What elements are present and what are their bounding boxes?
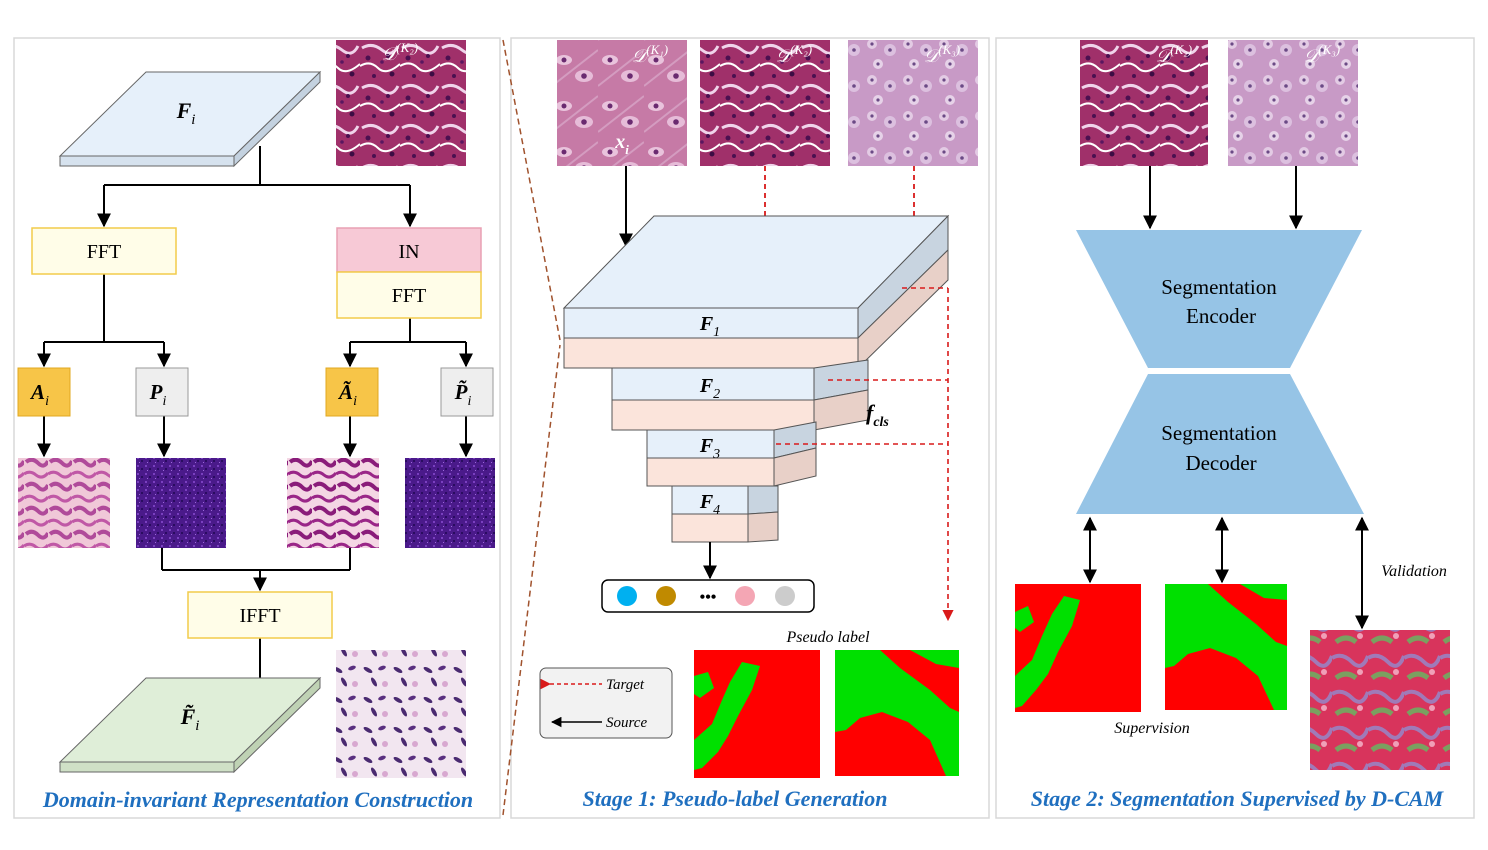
segmentation-encoder: Segmentation Encoder [1076,230,1362,368]
pseudo-label-title: Pseudo label [785,629,870,646]
phase-tilde-image [405,458,495,548]
validation-image [1310,630,1450,770]
amplitude-tilde-image [287,458,379,548]
svg-text:𝒟(K₂): 𝒟(K₂) [382,40,418,64]
segmentation-decoder: Segmentation Decoder [1076,374,1364,514]
phase-tilde-box: P̃i [440,367,494,417]
fft-box-left: FFT [31,227,177,275]
panel3-caption: Stage 2: Segmentation Supervised by D-CA… [1031,786,1445,811]
feature-pyramid: F1 F2 F3 F4 [562,214,950,543]
supervision-mask-1 [1015,584,1141,712]
svg-text:xi: xi [614,131,629,157]
svg-text:Ãi: Ãi [337,380,357,409]
amplitude-tilde-box: Ãi [325,367,379,417]
svg-text:FFT: FFT [392,285,426,307]
p1-connectors [37,146,473,692]
tissue-image-k3 [848,40,978,166]
svg-text:F1: F1 [699,313,720,340]
svg-text:Fi: Fi [176,98,196,128]
svg-text:F2: F2 [699,375,720,402]
class-dot-4 [775,586,795,606]
svg-text:𝒟(K₁): 𝒟(K₁) [632,42,668,66]
svg-text:Source: Source [606,715,647,731]
svg-text:IN: IN [398,241,419,263]
svg-text:𝒟(K₃): 𝒟(K₃) [1304,42,1340,66]
class-ellipsis: ••• [700,589,717,606]
tissue-image-k1 [557,40,687,166]
svg-text:𝒟(K₂): 𝒟(K₂) [776,42,812,66]
svg-text:Segmentation: Segmentation [1161,275,1277,299]
class-dot-2 [656,586,676,606]
svg-text:IFFT: IFFT [239,605,280,627]
output-tissue-image [336,650,466,778]
pseudo-label-mask-1 [694,650,820,778]
fft-box-right: FFT [336,271,482,319]
svg-text:F3: F3 [699,435,720,462]
ifft-box: IFFT [187,591,333,639]
pseudo-label-mask-2 [835,650,959,776]
panel-stage1: 𝒟(K₁) xi 𝒟(K₂) 𝒟(K₃) F1 F2 [539,40,978,811]
target-routes [776,287,954,622]
amplitude-image [18,458,110,548]
svg-text:Decoder: Decoder [1185,451,1256,475]
class-dot-1 [617,586,637,606]
svg-text:Segmentation: Segmentation [1161,421,1277,445]
amplitude-box: Ai [17,367,71,417]
zoom-dashed-line [502,39,561,341]
tissue-image-k2-stage1 [700,40,830,166]
tissue-image-k3-stage2 [1228,40,1358,166]
svg-text:F4: F4 [699,491,720,518]
panel-stage2: 𝒟(K₂) 𝒟(K₃) Segmentation Encoder Segment… [1015,40,1450,811]
zoom-dashed-line-lower [502,344,561,816]
feature-slab-fi: Fi [58,70,322,168]
panel1-caption: Domain-invariant Representation Construc… [42,787,473,812]
svg-text:F̃i: F̃i [180,704,200,734]
svg-text:𝒟(K₃): 𝒟(K₃) [924,42,960,66]
feature-slab-fi-tilde: F̃i [58,676,322,774]
tissue-image-k2 [336,40,466,166]
class-dot-3 [735,586,755,606]
svg-text:Encoder: Encoder [1186,304,1256,328]
panel-domain-invariant: Fi 𝒟(K₂) [17,40,495,812]
supervision-mask-2 [1165,584,1287,710]
svg-text:Pi: Pi [149,380,167,409]
decoder-output-arrows [1083,516,1369,630]
panel2-caption: Stage 1: Pseudo-label Generation [583,786,888,811]
class-prediction-bar: ••• [601,579,815,613]
arrow-legend: Target Source [539,667,673,739]
svg-text:FFT: FFT [87,241,121,263]
svg-text:Ai: Ai [29,380,49,409]
svg-text:P̃i: P̃i [454,380,472,409]
fcls-label: fcls [866,400,889,430]
phase-image [136,458,226,548]
phase-box: Pi [135,367,189,417]
validation-label: Validation [1381,563,1447,580]
svg-text:Target: Target [606,677,645,693]
svg-text:𝒟(K₂): 𝒟(K₂) [1156,42,1192,66]
in-box: IN [336,227,482,273]
panel-frames [13,37,1475,819]
supervision-label: Supervision [1114,720,1190,737]
tissue-image-k2-stage2 [1080,40,1208,166]
